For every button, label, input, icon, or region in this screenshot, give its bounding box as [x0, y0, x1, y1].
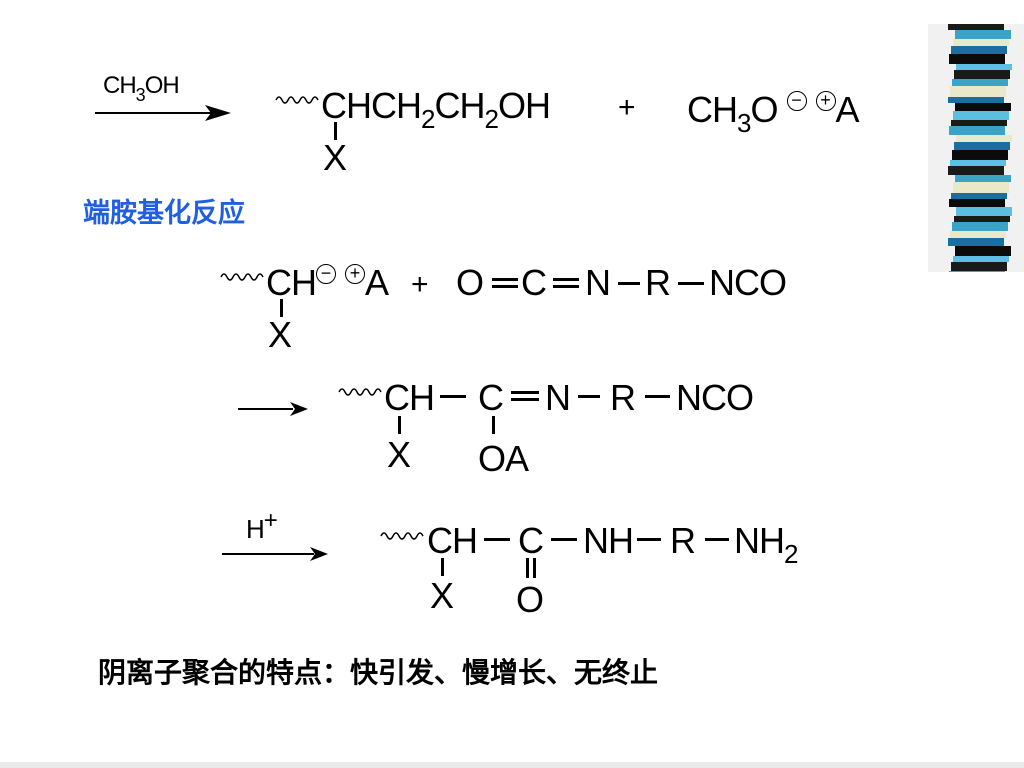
stripe-band	[954, 142, 1010, 150]
reaction1-sidegroup: X	[323, 137, 347, 178]
polymer-chain-wavy-icon	[380, 532, 424, 540]
stripe-band	[951, 46, 1007, 54]
reaction4-r: R	[670, 520, 696, 561]
reaction2-plus: +	[411, 268, 429, 301]
reaction3-sidegroup: X	[387, 434, 411, 475]
carbonyl-double-bond	[526, 558, 536, 578]
reaction3-c: C	[478, 377, 504, 418]
section-heading: 端胺基化反应	[83, 198, 245, 229]
double-bond	[553, 278, 579, 288]
stripe-band	[955, 246, 1011, 256]
summary-text: 阴离子聚合的特点：快引发、慢增长、无终止	[98, 656, 659, 689]
polymer-chain-wavy-icon	[338, 388, 382, 396]
stripe-band	[949, 54, 1005, 64]
stripe-band	[949, 199, 1005, 207]
reaction1-condition: CH3OH	[103, 72, 180, 105]
methoxide: CH3O − +A	[687, 89, 860, 138]
decoration-panel	[928, 24, 1024, 278]
single-bond	[484, 538, 510, 541]
stripe-band	[948, 97, 1004, 103]
single-bond	[645, 395, 670, 398]
reaction4-arrowhead-icon	[310, 547, 328, 561]
reaction3-nco: NCO	[676, 377, 754, 418]
reaction3-n: N	[545, 377, 571, 418]
stripe-band	[949, 271, 1005, 278]
diisocyanate-nco: NCO	[709, 262, 787, 303]
stripe-band	[955, 30, 1011, 39]
stripe-band	[954, 216, 1010, 222]
reaction1-sidegroup-bond	[334, 122, 337, 140]
stripe-band	[950, 231, 1006, 238]
reaction2-sidegroup-bond	[280, 299, 283, 317]
diisocyanate-c: C	[521, 262, 547, 303]
reaction4-ch: CH	[427, 520, 478, 561]
minus-charge-icon: −	[316, 264, 336, 284]
reaction3-oa: OA	[478, 438, 529, 479]
reaction2-sidegroup: X	[268, 314, 292, 355]
stripe-band	[955, 175, 1011, 182]
reaction3-arrow-shaft	[238, 408, 293, 410]
stripe-band	[950, 86, 1006, 97]
stripe-band	[956, 64, 1012, 70]
diisocyanate-n: N	[585, 262, 611, 303]
single-bond	[637, 538, 661, 541]
reaction3-oa-bond	[492, 416, 495, 434]
stripe-band	[952, 222, 1008, 231]
diisocyanate-r: R	[645, 262, 671, 303]
stripe-band	[953, 256, 1009, 262]
reaction4-sidegroup: X	[430, 575, 454, 616]
reaction4-sidegroup-bond	[441, 558, 444, 576]
single-bond	[705, 538, 729, 541]
stripe-band	[954, 70, 1010, 79]
stripe-band	[953, 182, 1009, 193]
reaction3-arrowhead-icon	[290, 402, 308, 416]
reaction1-product: CHCH2CH2OH	[321, 85, 551, 134]
reaction4-reagent: H+	[246, 507, 278, 544]
plus-charge-icon: +	[815, 91, 836, 111]
single-bond	[678, 282, 704, 285]
polymer-chain-wavy-icon	[275, 96, 319, 104]
stripe-band	[951, 262, 1007, 271]
minus-charge-icon: −	[786, 91, 807, 111]
double-bond	[511, 391, 539, 401]
single-bond	[440, 395, 466, 398]
reaction4-carbonyl-o: O	[516, 579, 544, 620]
single-bond	[618, 282, 640, 285]
reaction4-nh2: NH2	[734, 520, 799, 569]
stripe-band	[950, 160, 1006, 166]
reaction3-r: R	[610, 377, 636, 418]
reaction1-arrow-shaft	[95, 112, 215, 114]
reaction4-arrow-shaft	[222, 553, 314, 555]
single-bond	[551, 538, 577, 541]
decorative-stripe-icon	[948, 24, 1012, 278]
footer-bar	[0, 762, 1024, 768]
single-bond	[578, 395, 600, 398]
stripe-band	[949, 126, 1005, 135]
polymer-chain-wavy-icon	[220, 273, 264, 281]
stripe-band	[948, 166, 1004, 175]
reaction1-arrowhead-icon	[205, 105, 231, 121]
plus-charge-icon: +	[345, 264, 366, 284]
stripe-band	[955, 103, 1011, 111]
diisocyanate-o: O	[456, 262, 484, 303]
reaction1-plus: +	[618, 91, 636, 124]
reaction4-c: C	[518, 520, 544, 561]
reaction3-ch: CH	[384, 377, 435, 418]
stripe-band	[953, 39, 1009, 46]
stripe-band	[956, 135, 1012, 142]
stripe-band	[951, 193, 1007, 199]
reaction4-nh: NH	[583, 520, 634, 561]
stripe-band	[956, 207, 1012, 216]
stripe-band	[952, 79, 1008, 86]
stripe-band	[952, 150, 1008, 160]
reaction3-sidegroup-bond	[398, 416, 401, 434]
stripe-band	[948, 238, 1004, 246]
stripe-band	[948, 24, 1004, 30]
reaction2-carbanion: CH− +A	[266, 262, 389, 303]
double-bond	[492, 278, 518, 288]
stripe-band	[951, 120, 1007, 126]
stripe-band	[953, 111, 1009, 120]
